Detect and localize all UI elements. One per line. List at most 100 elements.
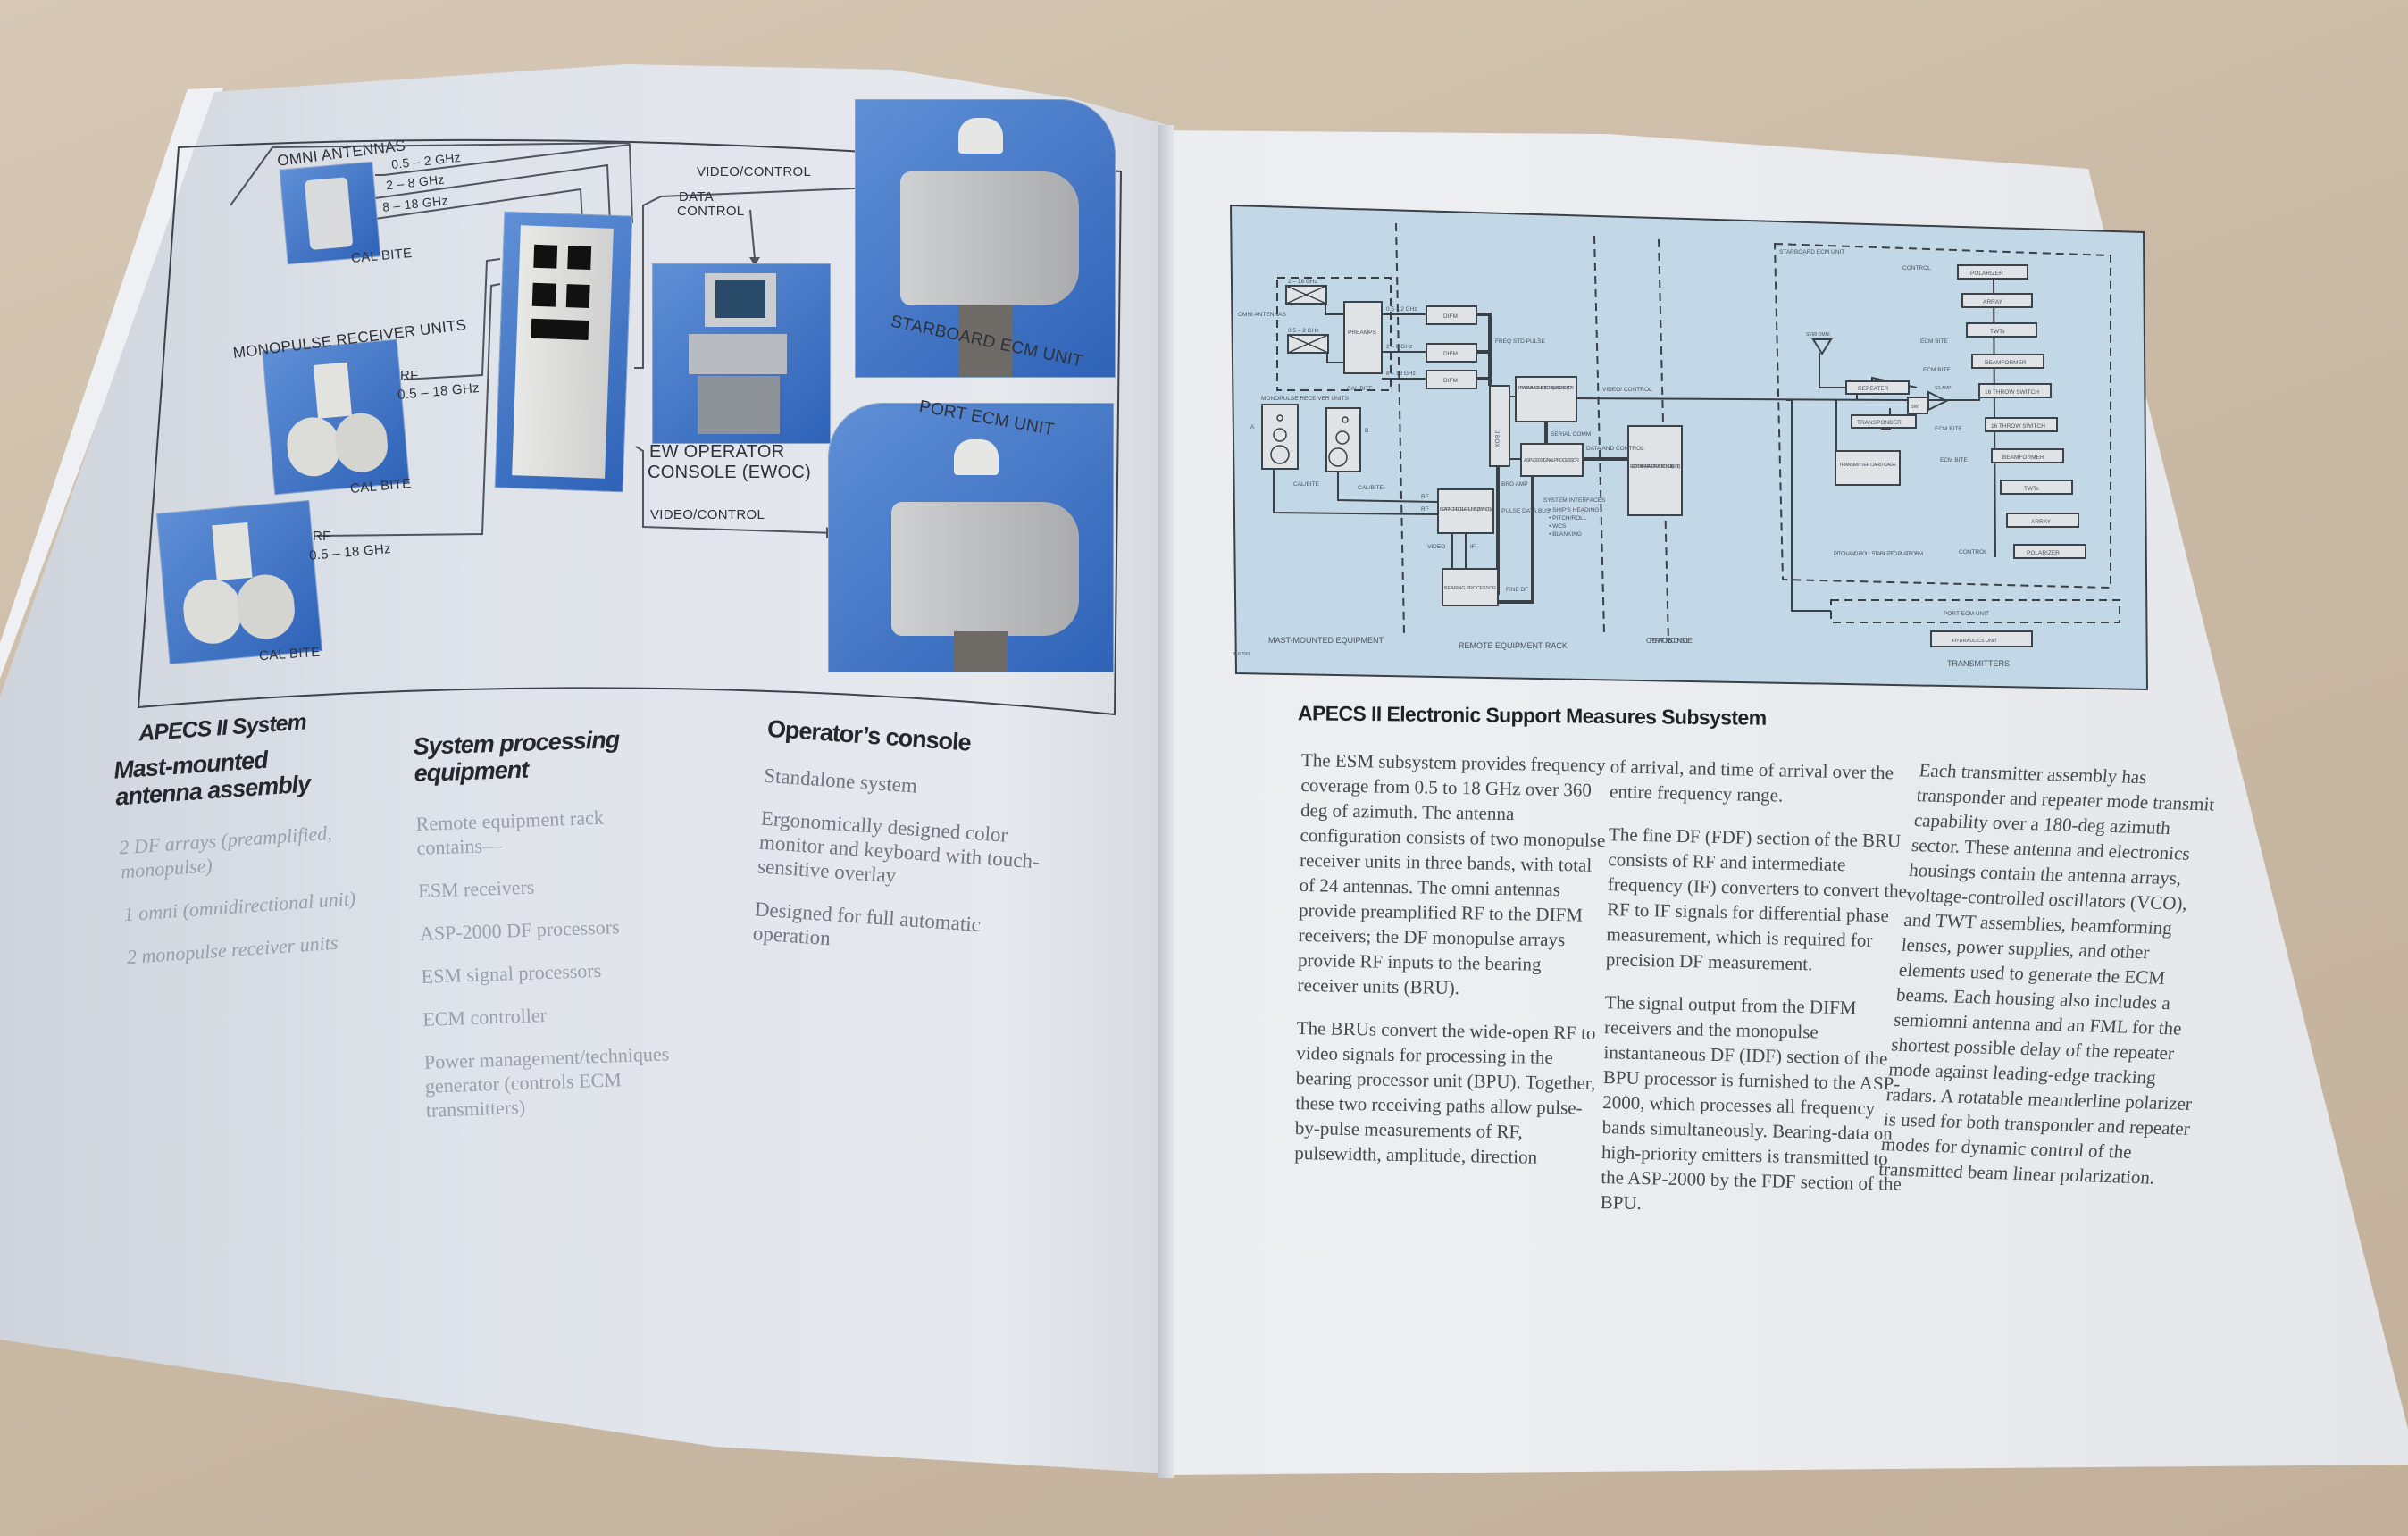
dg-cal-bite-2: CAL/BITE <box>1293 481 1320 488</box>
dg-ecm-bite-3: ECM BITE <box>1935 426 1962 432</box>
dg-asp2000: ASP-2000 SIGNAL PROCESSOR <box>1524 458 1579 463</box>
paragraph: of arrival, and time of arrival over the… <box>1609 755 1894 806</box>
label-ewoc-2: CONSOLE (EWOC) <box>648 463 812 482</box>
dg-cal-bite-3: CAL/BITE <box>1358 485 1384 491</box>
dg-ant-2: 0.5 – 2 GHz <box>1288 328 1319 334</box>
dg-mast-mounted: MAST-MOUNTED EQUIPMENT <box>1268 636 1384 645</box>
dg-rf-2: RF <box>1421 506 1429 513</box>
dg-system-interfaces: SYSTEM INTERFACES <box>1543 497 1606 504</box>
dg-bearing-receiver: BEARING RECEIVER UNITS (3 BANDS) <box>1440 507 1492 513</box>
list-item: ASP-2000 DF processors <box>419 915 620 945</box>
dg-difm-in-2: 2 – 8 GHz <box>1386 344 1412 350</box>
list-item: Standalone system <box>763 764 918 797</box>
dg-hydraulics: HYDRAULICS UNIT <box>1952 639 1997 644</box>
paragraph: The signal output from the DIFM receiver… <box>1600 991 1902 1215</box>
label-data-control-2: CONTROL <box>677 204 745 219</box>
text-column-1: The ESM subsystem provides frequency cov… <box>1294 747 1610 1189</box>
label-rf-2: RF <box>313 529 331 544</box>
esm-subsystem-title: APECS II Electronic Support Measures Sub… <box>1297 701 1767 730</box>
dg-video-control: VIDEO/ CONTROL <box>1602 387 1652 393</box>
dg-array-2: ARRAY <box>2031 519 2052 525</box>
paragraph: Each transmitter assembly has transponde… <box>1877 759 2216 1189</box>
list-item: 2 DF arrays (preamplified, monopulse) <box>118 821 333 883</box>
dg-difm-in-3: 8 – 18 GHz <box>1386 371 1416 377</box>
dg-repeater: REPEATER <box>1858 386 1889 392</box>
dg-video: VIDEO <box>1427 544 1445 550</box>
dg-port-ecm: PORT ECM UNIT <box>1944 611 1989 617</box>
dg-twts-1: TWTs <box>1990 329 2005 335</box>
dg-brg-amp: BRG AMP <box>1501 481 1528 488</box>
dg-power-mgmt: POWER MANAGEMENT/ TECHNIQUES GENERATOR <box>1518 386 1574 391</box>
dg-difm-in-1: 0.5 – 2 GHz <box>1386 306 1417 313</box>
dg-ecm-bite-1: ECM BITE <box>1920 338 1948 345</box>
dg-if: IF <box>1470 544 1476 550</box>
dg-pitch-roll: PITCH AND ROLL STABILIZED PLATFORM <box>1834 552 1923 557</box>
paragraph: The ESM subsystem provides frequency cov… <box>1297 749 1606 999</box>
dg-omni-antennas: OMNI ANTENNAS <box>1238 312 1286 318</box>
dg-control-2: CONTROL <box>1959 549 1987 555</box>
dg-transmitters: TRANSMITTERS <box>1947 659 2010 668</box>
block-diagram-svg: OMNI ANTENNAS 2 – 18 GHz 0.5 – 2 GHz PRE… <box>1229 204 2149 691</box>
label-data-control-1: DATA <box>679 189 714 205</box>
dg-interface: • BLANKING <box>1549 531 1582 538</box>
dg-ewoc: ELECTRONIC WARFARE OPERATOR CONSOLE (EWO… <box>1630 464 1681 470</box>
dg-interface: • PITCH/ROLL <box>1549 515 1587 522</box>
text-column-2: of arrival, and time of arrival over the… <box>1600 754 1919 1240</box>
dg-ant-1: 2 – 18 GHz <box>1288 279 1317 285</box>
dg-interface: • WCS <box>1549 523 1567 530</box>
dg-starboard-ecm: STARBOARD ECM UNIT <box>1779 249 1844 255</box>
dg-bearing-processor: BEARING PROCESSOR <box>1444 586 1496 591</box>
paragraph: The fine DF (FDF) section of the BRU con… <box>1605 823 1908 975</box>
dg-j-box: J BOX <box>1493 430 1500 447</box>
dg-data-and-control: DATA AND CONTROL <box>1586 446 1644 452</box>
dg-control-1: CONTROL <box>1902 265 1931 271</box>
equipment-rack-photo <box>495 212 632 492</box>
monopulse-receiver-photo-2 <box>157 500 322 664</box>
dg-unit-b: B <box>1365 428 1368 434</box>
dg-throw-switch-2: 16 THROW SWITCH <box>1991 423 2045 430</box>
dg-transponder: TRANSPONDER <box>1857 420 1902 426</box>
port-ecm-unit-photo <box>829 404 1113 672</box>
dg-polarizer-1: POLARIZER <box>1970 271 2003 277</box>
paragraph: The BRUs convert the wide-open RF to vid… <box>1294 1016 1596 1168</box>
label-video-control-top: VIDEO/CONTROL <box>697 164 812 179</box>
dg-twts-2: TWTs <box>2024 486 2039 492</box>
dg-polarizer-2: POLARIZER <box>2027 550 2060 556</box>
dg-beamformer-1: BEAMFORMER <box>1985 360 2027 366</box>
dg-sw: SW <box>1911 405 1919 410</box>
label-video-control-bottom: VIDEO/CONTROL <box>650 507 765 522</box>
list-item: Ergonomically designed color monitor and… <box>757 806 1041 888</box>
omni-antenna-photo <box>280 162 380 264</box>
dg-interface: • SHIP'S HEADING <box>1549 507 1599 513</box>
label-rf-1: RF <box>400 368 419 383</box>
dg-pulse-data-bus: PULSE DATA BUS <box>1501 508 1551 514</box>
apecs-system-diagram: OMNI ANTENNAS 0.5 – 2 GHz 2 – 8 GHz 8 – … <box>0 0 1179 804</box>
dg-difm-2: DIFM <box>1443 351 1458 357</box>
dg-unit-a: A <box>1250 424 1255 430</box>
dg-monopulse-units: MONOPULSE RECEIVER UNITS <box>1261 396 1350 402</box>
text-column-3: Each transmitter assembly has transponde… <box>1876 757 2228 1209</box>
dg-rf-1: RF <box>1421 494 1429 500</box>
dg-transmitter-card-cage: TRANSMITTER CARD CAGE <box>1839 463 1896 468</box>
esm-block-diagram: OMNI ANTENNAS 2 – 18 GHz 0.5 – 2 GHz PRE… <box>1229 200 2149 693</box>
column-mast-mounted: Mast-mounted antenna assembly 2 DF array… <box>113 740 369 988</box>
dg-preamps: PREAMPS <box>1348 330 1376 336</box>
monopulse-receiver-photo-1 <box>263 339 409 495</box>
dg-freq-std-pulse: FREQ STD PULSE <box>1495 338 1546 345</box>
list-item: Designed for full automatic operation <box>752 897 982 950</box>
list-item: Power management/techniques generator (c… <box>423 1042 670 1122</box>
list-item: Remote equipment rack contains— <box>415 806 605 859</box>
dg-ecm-bite-4: ECM BITE <box>1940 457 1968 463</box>
dg-throw-switch-1: 16 THROW SWITCH <box>1985 389 2039 396</box>
column-system-processing: System processing equipment Remote equip… <box>413 722 731 1141</box>
ewoc-console-photo <box>653 264 830 443</box>
brochure-gutter <box>1158 125 1174 1478</box>
dg-ss-amp: SS AMP <box>1935 386 1952 391</box>
starboard-ecm-unit-photo <box>856 100 1115 377</box>
dg-cal-bite-1: CAL/BITE <box>1347 386 1374 392</box>
list-item: ESM signal processors <box>421 958 602 988</box>
list-item: ECM controller <box>422 1004 548 1031</box>
dg-remote-rack: REMOTE EQUIPMENT RACK <box>1459 641 1568 650</box>
dg-operators-console: OPERATOR'S CONSOLE <box>1646 637 1693 645</box>
dg-figure-code: BLK256L <box>1233 652 1251 657</box>
